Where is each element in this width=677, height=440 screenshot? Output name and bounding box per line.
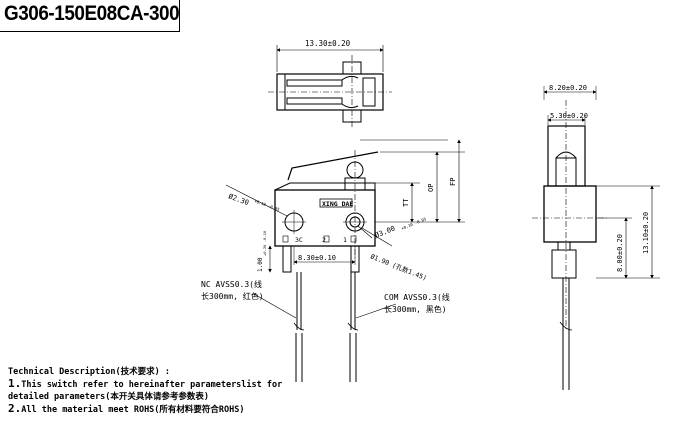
notes-heading: Technical Description(技术要求) :: [8, 367, 170, 377]
dim-fp: FP: [449, 178, 457, 186]
dim-pin-hole-right: Ø3.00: [374, 225, 397, 240]
pin-label-2: 2: [322, 236, 326, 244]
part-number-title: G306-150E08CA-300: [4, 2, 180, 25]
dim-pin-hole-left-tol: +0.10 -0.05: [254, 198, 281, 212]
notes-line-2-num: 2.: [8, 402, 22, 415]
front-view: [225, 139, 465, 382]
dim-bottom-offset-tol: +0.20 -0.10: [262, 230, 267, 256]
pin-label-3c: 3C: [295, 236, 303, 244]
notes-line-2: 2.All the material meet ROHS(所有材料要符合ROHS…: [8, 403, 282, 416]
top-view: [268, 45, 392, 128]
notes-line-1b: detailed parameters(本开关具体请参考参数表): [8, 392, 209, 402]
com-wire-label-2: 长300mm, 黑色): [384, 304, 447, 314]
top-width-dim: 13.30±0.20: [305, 39, 351, 48]
nc-wire-label-2: 长300mm, 红色): [201, 291, 264, 301]
brand-label: XING DAE: [322, 200, 353, 208]
notes-line-1: 1.This switch refer to hereinafter param…: [8, 378, 282, 391]
side-dim-lower: 8.00±0.20: [616, 234, 624, 272]
dim-pin-spacing: 8.30±0.10: [298, 254, 336, 262]
title-block: G306-150E08CA-300: [0, 0, 180, 32]
dim-pin-hole-left: Ø2.30: [227, 192, 250, 207]
com-wire-label-1: COM AVSS0.3(线: [384, 292, 450, 302]
side-dim-total: 13.10±0.20: [642, 212, 650, 254]
notes-line-1-text: This switch refer to hereinafter paramet…: [21, 380, 283, 390]
nc-wire-label-1: NC AVSS0.3(线: [201, 279, 262, 289]
dim-tt: TT: [402, 198, 410, 207]
side-view: [532, 86, 660, 390]
notes-line-1-num: 1.: [8, 377, 22, 390]
side-dim-inner: 5.30±0.20: [550, 112, 588, 120]
dim-pin-hole-right-tol: +0.10 -0.05: [401, 216, 428, 231]
side-dim-width: 8.20±0.20: [549, 84, 587, 92]
dim-small-hole: Ø1.90 (孔数1.45): [369, 252, 428, 283]
notes-line-2-text: All the material meet ROHS(所有材料要符合ROHS): [21, 405, 245, 415]
technical-notes: Technical Description(技术要求) : 1.This swi…: [8, 366, 282, 416]
dim-bottom-offset: 1.00: [257, 257, 264, 272]
pin-label-1: 1: [343, 236, 347, 244]
dim-op: OP: [427, 184, 435, 192]
